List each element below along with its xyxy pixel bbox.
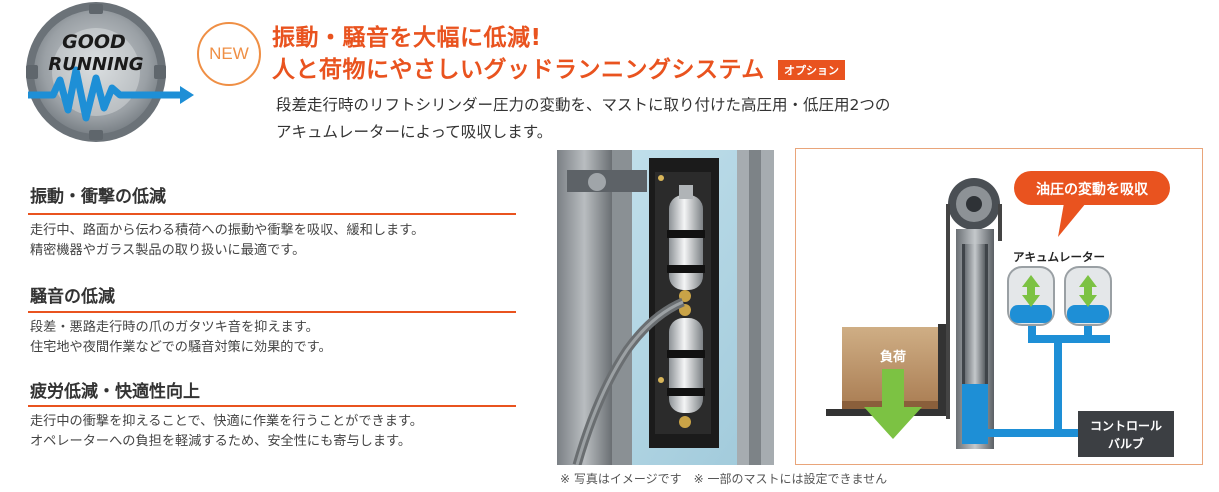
accumulator-right [1064,266,1112,326]
feature-title: 騒音の低減 [30,287,115,307]
feature-divider [28,405,516,407]
feature-divider [28,213,516,215]
hydraulic-diagram: 負荷 アキュムレーター [795,148,1203,465]
footnote: ※ 写真はイメージです ※ 一部のマストには設定できません [560,472,888,486]
feature-text: 走行中の衝撃を抑えることで、快適に作業を行うことができます。 [30,414,423,429]
good-running-logo: GOOD RUNNING [8,0,198,150]
accumulator-photo [557,150,774,465]
logo-line2: RUNNING [48,54,143,75]
feature-text: 精密機器やガラス製品の取り扱いに最適です。 [30,243,306,258]
down-arrow-icon [864,369,922,439]
intro-line2: アキュムレーターによって吸収します。 [276,123,553,141]
new-badge: NEW [197,22,261,86]
feature-text: 走行中、路面から伝わる積荷への振動や衝撃を吸収、緩和します。 [30,223,425,238]
valve-line1: コントロール [1090,419,1162,433]
feature-divider [28,311,516,313]
option-badge: オプション [778,60,845,80]
feature-text: 段差・悪路走行時の爪のガタツキ音を抑えます。 [30,320,319,335]
headline-line2: 人と荷物にやさしいグッドランニングシステム [272,57,765,83]
feature-text: 住宅地や夜間作業などでの騒音対策に効果的です。 [30,340,332,355]
control-valve: コントロール バルブ [1078,411,1174,457]
headline-line1: 振動・騒音を大幅に低減! [272,25,542,51]
feature-title: 疲労低減・快適性向上 [30,382,200,402]
load-label: 負荷 [880,349,906,365]
accumulator-left [1007,266,1055,326]
logo-line1: GOOD [62,31,126,53]
accumulator-label: アキュムレーター [1013,250,1105,264]
intro-line1: 段差走行時のリフトシリンダー圧力の変動を、マストに取り付けた高圧用・低圧用2つの [276,96,891,114]
callout-bubble: 油圧の変動を吸収 [1014,171,1170,237]
callout-text: 油圧の変動を吸収 [1036,181,1149,198]
feature-title: 振動・衝撃の低減 [30,187,166,207]
valve-line2: バルブ [1108,436,1144,451]
feature-text: オペレーターへの負担を軽減するため、安全性にも寄与します。 [30,434,412,449]
